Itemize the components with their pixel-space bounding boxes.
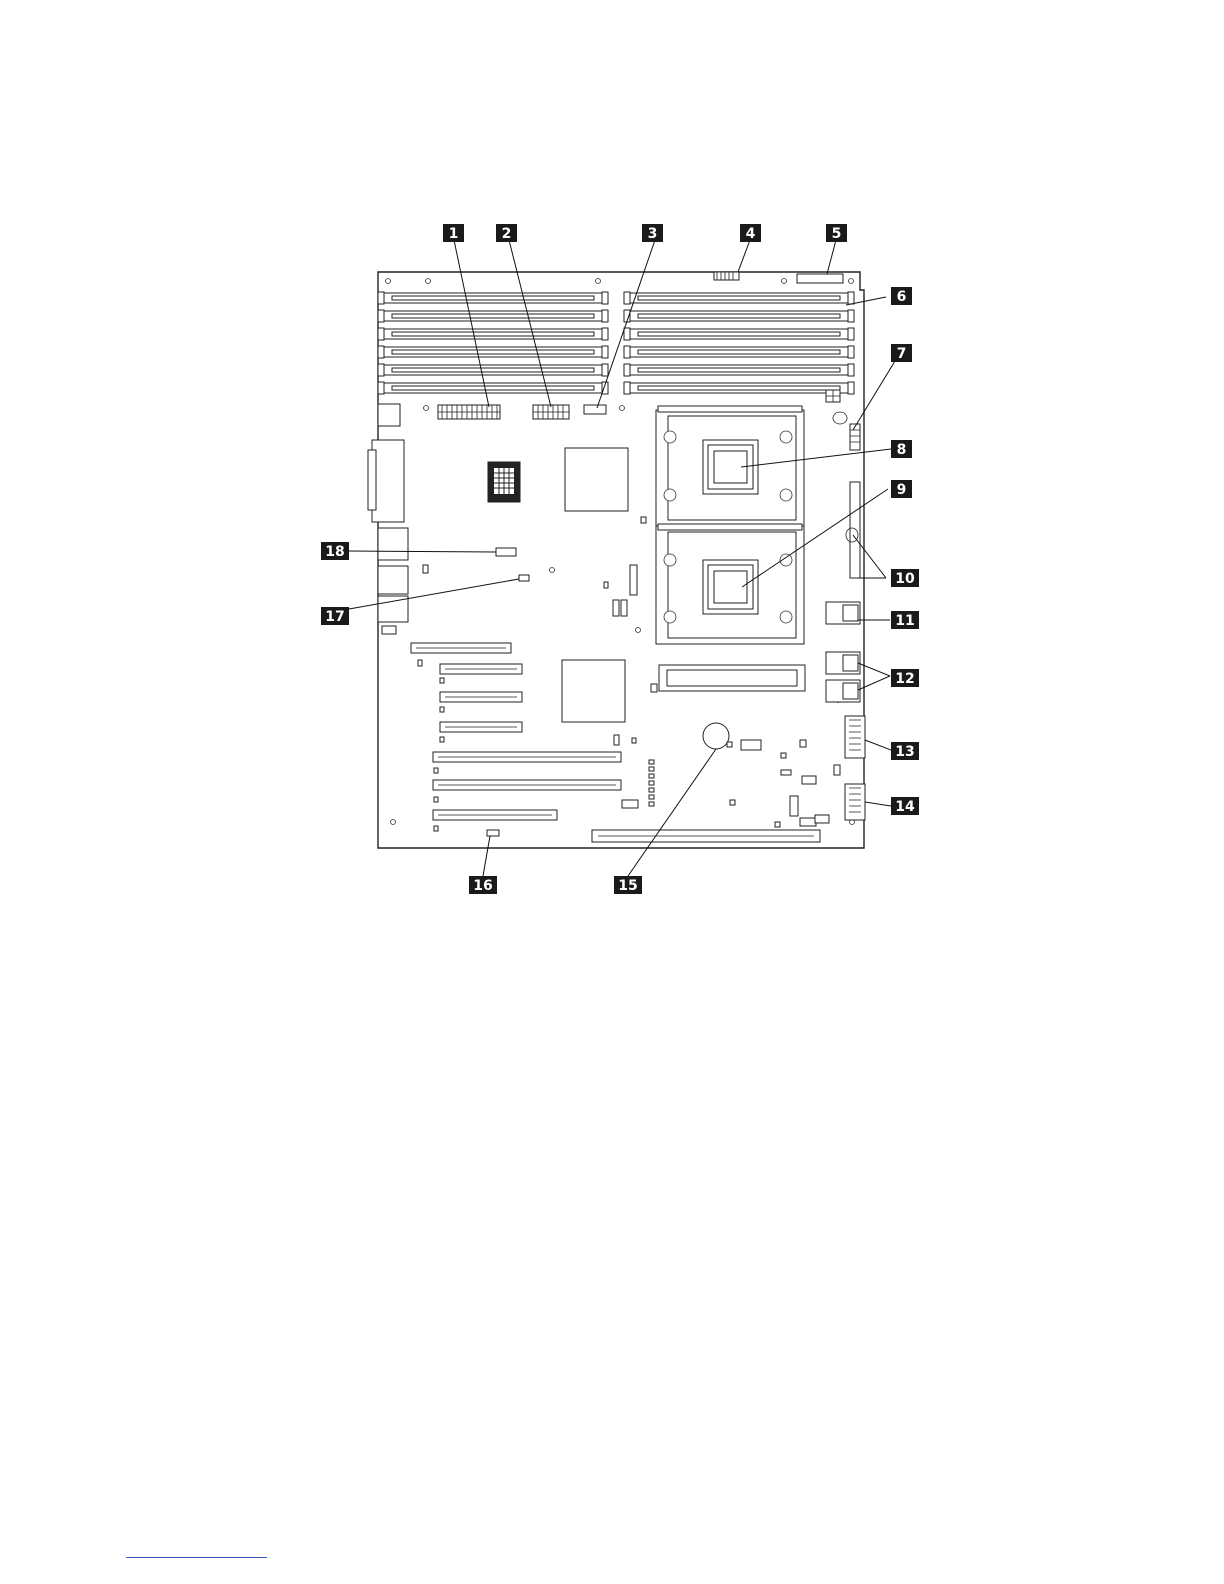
callout-2: 2 xyxy=(496,224,517,242)
dimm-slot xyxy=(378,382,608,394)
callout-8: 8 xyxy=(891,440,912,458)
connector-13 xyxy=(845,716,865,758)
callout-10: 10 xyxy=(891,569,919,587)
dimm-slot xyxy=(624,310,854,322)
connector-5 xyxy=(797,274,843,283)
callout-14-label: 14 xyxy=(895,799,915,815)
callout-12-label: 12 xyxy=(895,671,914,687)
callout-18: 18 xyxy=(321,542,349,560)
callout-2-label: 2 xyxy=(502,226,512,242)
dimm-slot xyxy=(378,310,608,322)
dimm-slot xyxy=(624,346,854,358)
callout-9: 9 xyxy=(891,480,912,498)
callout-16: 16 xyxy=(469,876,497,894)
callout-12: 12 xyxy=(891,669,919,687)
connector-14 xyxy=(845,784,865,820)
dimm-slot xyxy=(378,292,608,304)
callout-5-label: 5 xyxy=(832,226,842,242)
callout-7: 7 xyxy=(891,344,912,362)
callout-7-label: 7 xyxy=(897,346,907,362)
chipset-heatsink xyxy=(565,448,628,511)
callout-10-label: 10 xyxy=(895,571,915,587)
dimm-slot xyxy=(378,346,608,358)
callout-1-label: 1 xyxy=(449,226,459,242)
dimm-slot xyxy=(378,364,608,376)
dimm-slot xyxy=(624,364,854,376)
dimm-slot xyxy=(624,382,854,394)
dimm-slot xyxy=(378,328,608,340)
riser-slot xyxy=(651,665,805,692)
main-power-connector xyxy=(438,405,500,419)
callout-4: 4 xyxy=(740,224,761,242)
vrm-connector xyxy=(826,390,840,402)
callout-14: 14 xyxy=(891,797,919,815)
connector-4 xyxy=(714,272,739,280)
microprocessor-2-socket xyxy=(656,524,804,644)
callout-11-label: 11 xyxy=(895,613,914,629)
callout-9-label: 9 xyxy=(897,482,907,498)
small-connector-3 xyxy=(584,405,606,414)
callout-3: 3 xyxy=(642,224,663,242)
voltage-regulator-block xyxy=(488,462,520,502)
led-array xyxy=(649,760,654,806)
callout-4-label: 4 xyxy=(746,226,756,242)
microprocessor-1-socket xyxy=(656,406,804,526)
callout-6-label: 6 xyxy=(897,289,907,305)
dimm-slot xyxy=(624,328,854,340)
battery xyxy=(703,723,729,749)
callout-15: 15 xyxy=(614,876,642,894)
processor-power-connector xyxy=(533,405,569,419)
callout-15-label: 15 xyxy=(618,878,637,894)
callout-13: 13 xyxy=(891,742,919,760)
callout-1: 1 xyxy=(443,224,464,242)
footer-rule xyxy=(126,1557,267,1558)
callout-17: 17 xyxy=(321,607,349,625)
callout-8-label: 8 xyxy=(897,442,907,458)
callout-13-label: 13 xyxy=(895,744,914,760)
sas-connector-11 xyxy=(826,602,860,624)
callout-16-label: 16 xyxy=(473,878,492,894)
callout-3-label: 3 xyxy=(648,226,658,242)
callout-17-label: 17 xyxy=(325,609,344,625)
i-o-controller-heatsink xyxy=(562,660,625,722)
callout-5: 5 xyxy=(826,224,847,242)
callout-18-label: 18 xyxy=(325,544,344,560)
callout-6: 6 xyxy=(891,287,912,305)
dimm-slot xyxy=(624,292,854,304)
callout-11: 11 xyxy=(891,611,919,629)
